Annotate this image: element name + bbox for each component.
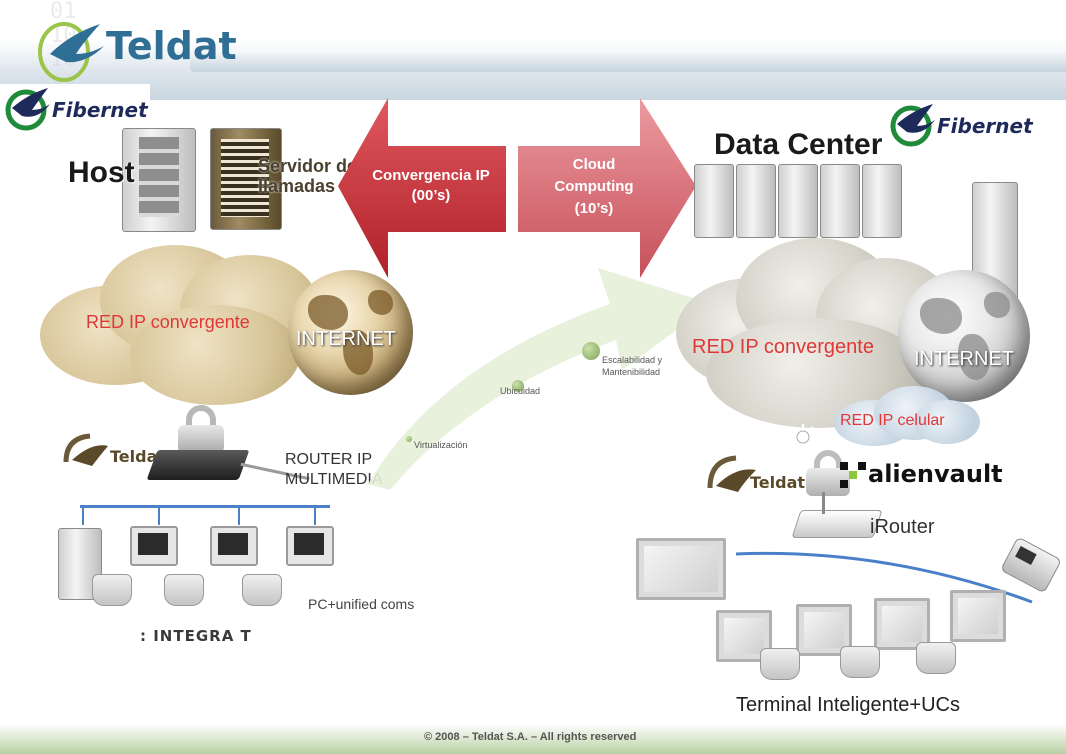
lock-icon (178, 405, 224, 453)
ip-phone (916, 642, 956, 674)
fibernet-wordmark-right: Fibernet (937, 114, 1033, 138)
lan-drop (158, 505, 160, 525)
lan-drop (314, 505, 316, 525)
fibernet-bird-icon (890, 104, 935, 147)
teldat-irouter-logo: Teldat (707, 455, 805, 492)
host-server (122, 128, 196, 232)
lan-drop (82, 505, 84, 525)
ip-phone (242, 574, 282, 606)
lan-line-right (736, 551, 1033, 604)
integra-logo: : INTEGRA T (140, 627, 260, 647)
pc-monitor (210, 526, 258, 566)
pc-monitor (286, 526, 334, 566)
datacenter-rack (778, 164, 818, 238)
evolution-curve-arrow (368, 268, 712, 490)
cellular-cloud (834, 386, 980, 448)
alienvault-wordmark: alienvault (868, 460, 1003, 488)
step-bullet (406, 436, 412, 442)
ip-phone (92, 574, 132, 606)
irouter-label: iRouter (870, 516, 935, 538)
terminal-label: Terminal Inteligente+UCs (736, 694, 960, 716)
fibernet-bird-icon (5, 88, 50, 131)
terminal-monitor (636, 538, 726, 600)
datacenter-rack (736, 164, 776, 238)
host-label: Host (68, 156, 135, 189)
servidor-label: Servidor de llamadas (258, 156, 358, 196)
fibernet-logo-left: Fibernet (0, 84, 150, 132)
fibernet-logo-right: Fibernet (885, 100, 1035, 148)
red-ip-label-right: RED IP convergente (692, 336, 874, 358)
irouter-device (791, 510, 883, 538)
fibernet-wordmark-left: Fibernet (52, 98, 148, 122)
svg-text:Teldat: Teldat (750, 473, 805, 492)
internet-globe-right (898, 270, 1030, 402)
internet-label-left: INTERNET (296, 328, 396, 350)
datacenter-rack (862, 164, 902, 238)
ip-phone (760, 648, 800, 680)
teldat-logo: Teldat (30, 14, 237, 84)
celular-label: RED IP celular (840, 412, 945, 429)
teldat-router-logo: Teldat (63, 433, 162, 466)
internet-globe-left (288, 270, 413, 395)
pc-label: PC+unified coms (308, 596, 415, 612)
alienvault-logo: alienvault (840, 460, 1003, 490)
internet-label-right: INTERNET (914, 348, 1014, 370)
terminal-monitor (716, 610, 772, 662)
svg-text:Teldat: Teldat (110, 447, 162, 466)
step-ubicuidad: Ubicuidad (500, 386, 541, 396)
cloud-computing-arrow-label: Cloud Computing (10’s) (554, 156, 634, 217)
cloud-computing-arrow (518, 98, 696, 278)
wireless-signal-icon (790, 424, 816, 450)
terminal-monitor (874, 598, 930, 650)
datacenter-label: Data Center (714, 128, 883, 161)
lan-drop (238, 505, 240, 525)
integra-wordmark: : INTEGRA T (140, 627, 252, 645)
pc-monitor (130, 526, 178, 566)
step-bullet (582, 342, 600, 360)
step-bullet (512, 380, 524, 392)
router-device (146, 450, 250, 480)
terminal-monitor (950, 590, 1006, 642)
step-escalabilidad: Escalabilidad y Mantenibilidad (602, 355, 663, 377)
red-ip-cloud-left (40, 245, 340, 405)
alienvault-mark-icon (840, 462, 866, 488)
lan-bus (80, 505, 330, 508)
footer-copyright: © 2008 – Teldat S.A. – All rights reserv… (424, 731, 637, 743)
convergencia-arrow (338, 98, 506, 278)
datacenter-rack (820, 164, 860, 238)
ip-phone (164, 574, 204, 606)
irouter-antenna (822, 492, 825, 514)
router-label: ROUTER IP MULTIMEDIA (285, 451, 383, 488)
call-server (210, 128, 282, 230)
teldat-wordmark: Teldat (106, 24, 237, 68)
datacenter-rack (694, 164, 734, 238)
red-ip-label-left: RED IP convergente (86, 312, 250, 332)
hummingbird-icon (38, 22, 104, 82)
convergencia-arrow-label: Convergencia IP (00’s) (372, 167, 490, 204)
server-tower (58, 528, 102, 600)
header-rule (190, 50, 1066, 72)
step-virtualizacion: Virtualización (414, 440, 468, 450)
footer-band (0, 724, 1066, 754)
ip-phone (840, 646, 880, 678)
